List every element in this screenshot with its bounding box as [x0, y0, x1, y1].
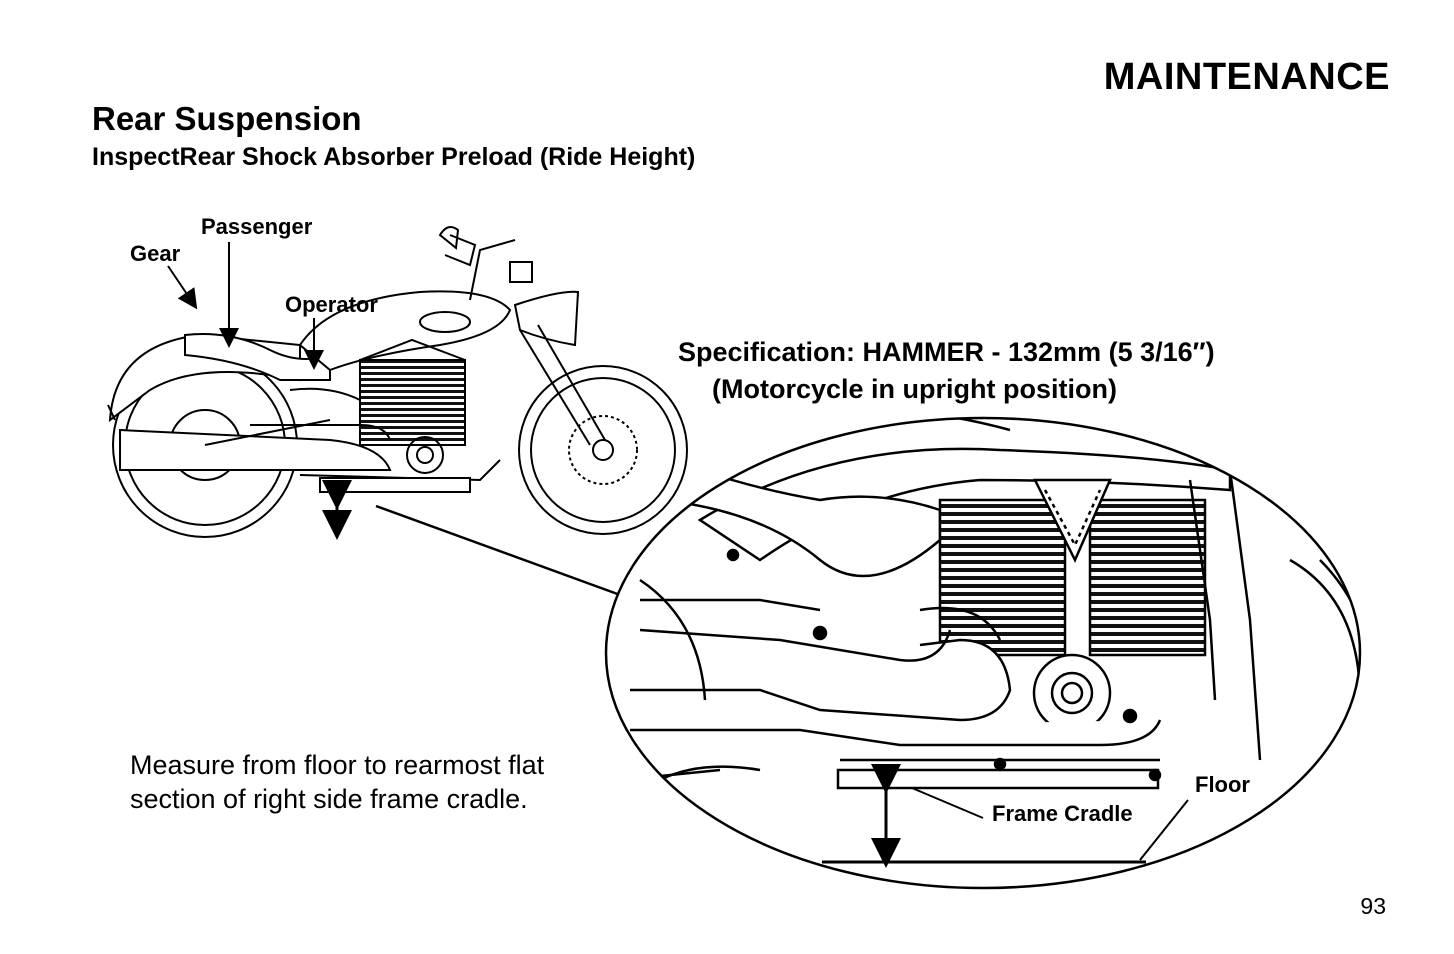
operator-label: Operator: [285, 292, 378, 317]
specification-line2: (Motorcycle in upright position): [712, 374, 1117, 404]
page-subtitle: InspectRear Shock Absorber Preload (Ride…: [92, 143, 696, 171]
gear-label: Gear: [130, 241, 181, 266]
specification-line1: Specification: HAMMER - 132mm (5 3/16″): [678, 337, 1215, 367]
frame-cradle-leader-line: [911, 787, 984, 819]
passenger-label: Passenger: [201, 214, 313, 239]
frame-cradle-label: Frame Cradle: [992, 801, 1133, 826]
zoom-detail: [606, 418, 1360, 888]
instructions-line1: Measure from floor to rearmost flat: [130, 750, 545, 780]
instructions-line2: section of right side frame cradle.: [130, 784, 528, 814]
measure-instructions: Measure from floor to rearmost flat sect…: [130, 748, 544, 816]
section-header: MAINTENANCE: [1103, 56, 1390, 98]
floor-leader-line: [1139, 799, 1189, 861]
zoom-ellipse: [604, 416, 1362, 890]
zoom-connector-line: [375, 504, 624, 598]
specification-text: Specification: HAMMER - 132mm (5 3/16″) …: [678, 334, 1215, 408]
page-title: Rear Suspension: [92, 100, 362, 137]
gear-leader-line: [167, 265, 198, 310]
floor-label: Floor: [1195, 772, 1250, 797]
motorcycle-side-view: [107, 225, 688, 538]
page-number: 93: [1360, 893, 1386, 919]
